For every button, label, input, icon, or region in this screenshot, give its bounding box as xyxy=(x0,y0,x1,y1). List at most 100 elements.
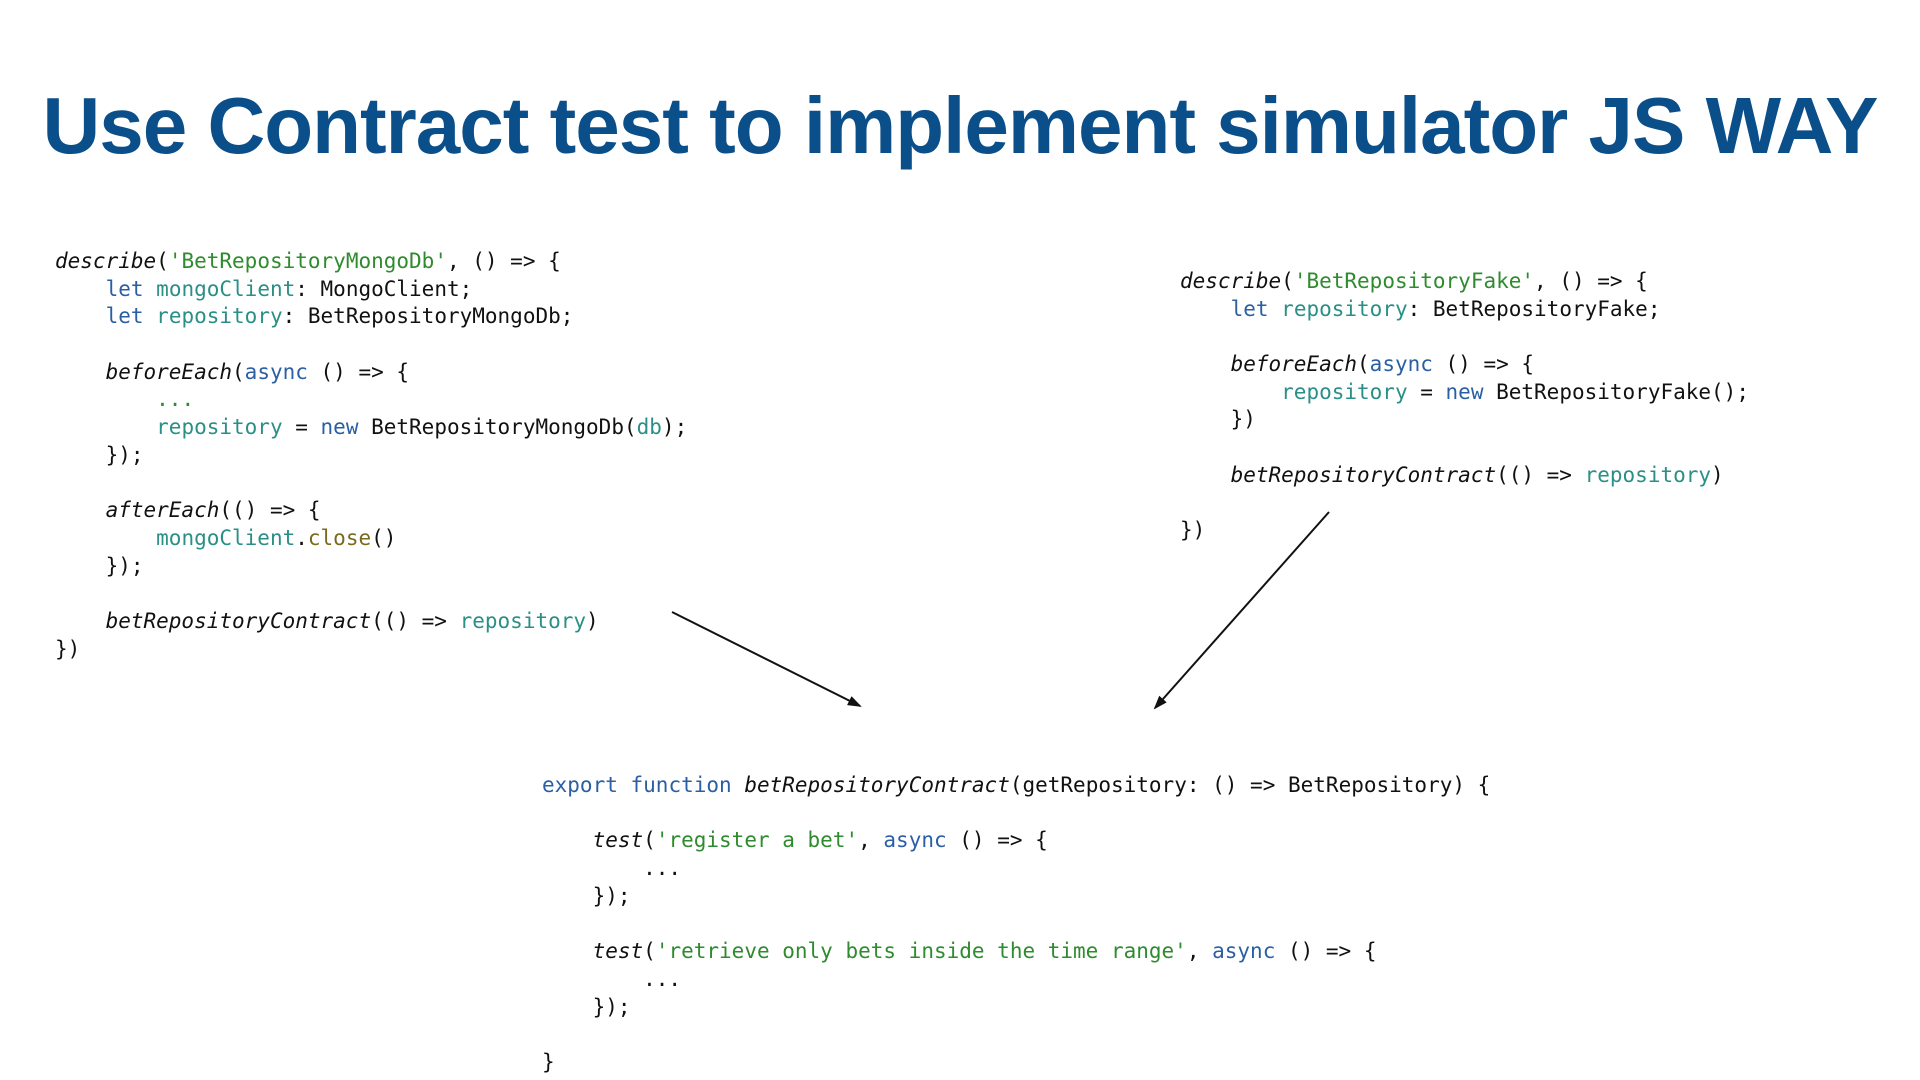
code-token: ... xyxy=(542,966,682,991)
code-line: describe('BetRepositoryMongoDb', () => { xyxy=(55,248,687,276)
code-line: beforeEach(async () => { xyxy=(55,359,687,387)
code-token: function xyxy=(630,773,732,797)
code-line xyxy=(1180,490,1749,518)
code-line xyxy=(55,470,687,498)
code-token: new xyxy=(1445,379,1484,404)
code-line xyxy=(1180,323,1749,351)
slide-title: Use Contract test to implement simulator… xyxy=(42,81,1879,170)
code-line: }); xyxy=(55,553,687,581)
code-token: BetRepositoryMongoDb( xyxy=(358,415,637,440)
code-line: let repository: BetRepositoryFake; xyxy=(1180,296,1749,324)
code-line: }); xyxy=(542,883,1490,911)
code-line: ... xyxy=(542,855,1490,883)
code-token: let xyxy=(105,304,144,329)
code-token: 'register a bet' xyxy=(655,828,859,853)
code-line xyxy=(55,580,687,608)
arrow-left-to-contract xyxy=(671,611,862,707)
code-token: }); xyxy=(55,553,144,578)
code-line: beforeEach(async () => { xyxy=(1180,351,1749,379)
code-token: ( xyxy=(643,939,656,964)
code-line: test('register a bet', async () => { xyxy=(542,827,1490,855)
code-token: () => { xyxy=(1275,939,1377,964)
code-token xyxy=(55,360,106,384)
code-token: : BetRepositoryFake; xyxy=(1407,296,1661,321)
code-line: ... xyxy=(55,386,687,414)
code-token: async xyxy=(1369,352,1433,377)
code-token: ( xyxy=(1281,269,1294,293)
code-token: ... xyxy=(542,856,682,881)
code-token: ) xyxy=(1711,462,1724,487)
code-token: }); xyxy=(55,442,144,467)
code-token: : BetRepositoryMongoDb; xyxy=(282,304,574,329)
code-line: mongoClient.close() xyxy=(55,525,687,553)
code-token: test xyxy=(592,939,644,964)
code-line: } xyxy=(542,1049,1490,1077)
code-token: } xyxy=(542,1049,555,1074)
code-token: ( xyxy=(232,359,245,384)
code-token xyxy=(55,526,156,550)
code-token: ( xyxy=(1357,352,1370,377)
code-token: beforeEach xyxy=(1230,352,1358,377)
code-token xyxy=(144,277,157,301)
code-token: , () => { xyxy=(446,249,561,273)
code-line: betRepositoryContract(() => repository) xyxy=(55,608,687,636)
code-token: () => { xyxy=(1432,352,1535,377)
code-token: 'retrieve only bets inside the time rang… xyxy=(655,939,1187,964)
code-token: async xyxy=(1212,939,1276,964)
code-line: }) xyxy=(1180,517,1749,545)
code-token: async xyxy=(244,359,308,384)
code-line: afterEach(() => { xyxy=(55,497,687,525)
code-token xyxy=(55,415,156,439)
code-token: : MongoClient; xyxy=(295,276,473,301)
code-token: 'BetRepositoryMongoDb' xyxy=(168,249,447,273)
code-token: betRepositoryContract xyxy=(1230,462,1497,487)
code-line: repository = new BetRepositoryFake(); xyxy=(1180,379,1749,407)
code-token: export xyxy=(542,773,618,797)
code-token xyxy=(618,773,631,797)
code-token xyxy=(55,387,156,411)
code-token xyxy=(144,304,157,328)
code-line: }); xyxy=(542,994,1490,1022)
code-token xyxy=(55,609,106,633)
code-token: ) xyxy=(586,608,599,633)
code-token: let xyxy=(1230,296,1269,321)
code-token: , xyxy=(858,828,884,853)
code-token: , xyxy=(1186,939,1213,964)
code-token: (() => xyxy=(1496,462,1585,487)
code-line: let repository: BetRepositoryMongoDb; xyxy=(55,303,687,331)
code-line: repository = new BetRepositoryMongoDb(db… xyxy=(55,414,687,442)
code-token: describe xyxy=(55,249,157,273)
code-token: let xyxy=(105,276,144,301)
code-token: BetRepositoryFake(); xyxy=(1483,379,1749,404)
code-token: mongoClient xyxy=(156,525,296,550)
code-token: repository xyxy=(156,415,283,440)
code-line: export function betRepositoryContract(ge… xyxy=(542,772,1490,800)
code-token: }) xyxy=(55,636,81,661)
code-token xyxy=(55,304,106,328)
code-token: ( xyxy=(643,828,656,853)
code-token: betRepositoryContract xyxy=(105,608,372,633)
code-token xyxy=(1180,463,1231,487)
code-line: ... xyxy=(542,966,1490,994)
code-token: }) xyxy=(1180,518,1206,543)
code-token: repository xyxy=(459,608,587,633)
code-token: (() => xyxy=(371,608,460,633)
code-token xyxy=(1180,352,1231,376)
code-token: beforeEach xyxy=(105,359,233,384)
code-token: betRepositoryContract xyxy=(744,773,1010,797)
code-token: = xyxy=(1407,379,1446,404)
code-line xyxy=(542,910,1490,938)
code-line xyxy=(1180,434,1749,462)
code-token: }) xyxy=(1180,407,1256,432)
code-token: () xyxy=(371,525,397,550)
code-token: . xyxy=(295,525,308,550)
code-token xyxy=(1180,380,1281,404)
code-token: }); xyxy=(542,883,631,908)
code-token: mongoClient xyxy=(156,276,296,301)
code-token: 'BetRepositoryFake' xyxy=(1293,269,1535,293)
code-token: }); xyxy=(542,994,631,1019)
code-token xyxy=(542,828,593,852)
code-token: close xyxy=(307,525,372,550)
code-token: = xyxy=(282,415,321,440)
code-token xyxy=(732,773,745,797)
